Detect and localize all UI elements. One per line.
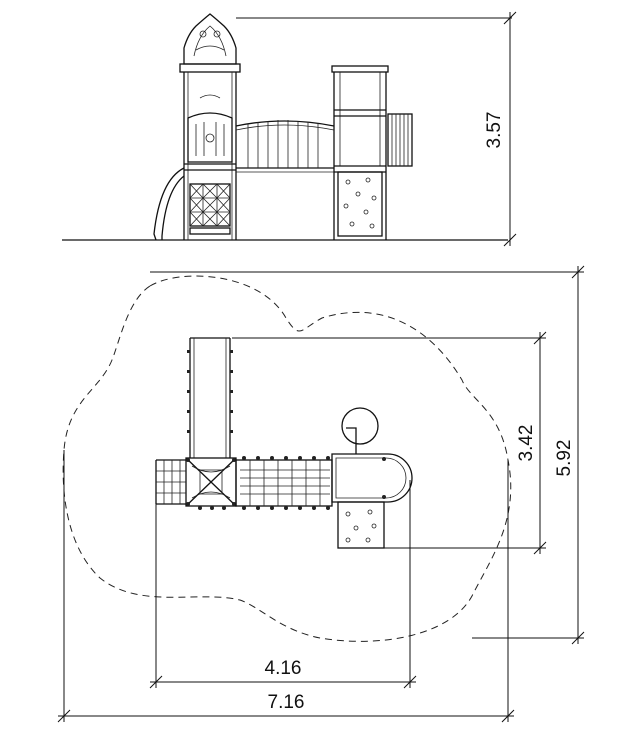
elevation-bridge (235, 120, 335, 173)
safety-depth-dimension: 5.92 (150, 265, 585, 645)
plan-tower-deck (185, 457, 237, 510)
plan-depth-dimension: 3.42 (232, 331, 547, 555)
plan-depth-label: 3.42 (516, 425, 537, 462)
plan-bridge (235, 456, 333, 510)
elevation-height-dimension: 3.57 (236, 11, 517, 247)
plan-view: 3.42 5.92 4.16 7.16 (57, 265, 585, 723)
plan-slide (187, 337, 233, 458)
plan-steering-wheel (341, 407, 379, 454)
elevation-view: 3.57 (62, 11, 517, 247)
plan-ladder (155, 459, 186, 505)
plan-climbing-wall (337, 501, 385, 549)
elevation-right-tower (331, 65, 413, 240)
safety-width-label: 7.16 (268, 692, 305, 713)
elevation-tower (179, 13, 241, 240)
plan-width-label: 4.16 (265, 658, 302, 679)
plan-platform (331, 453, 413, 503)
plan-width-dimension: 4.16 (149, 480, 417, 689)
safety-zone-outline (62, 275, 512, 642)
elevation-slide (153, 167, 185, 241)
safety-width-dimension: 7.16 (57, 450, 515, 723)
elevation-height-label: 3.57 (484, 112, 505, 149)
safety-depth-label: 5.92 (554, 440, 575, 477)
